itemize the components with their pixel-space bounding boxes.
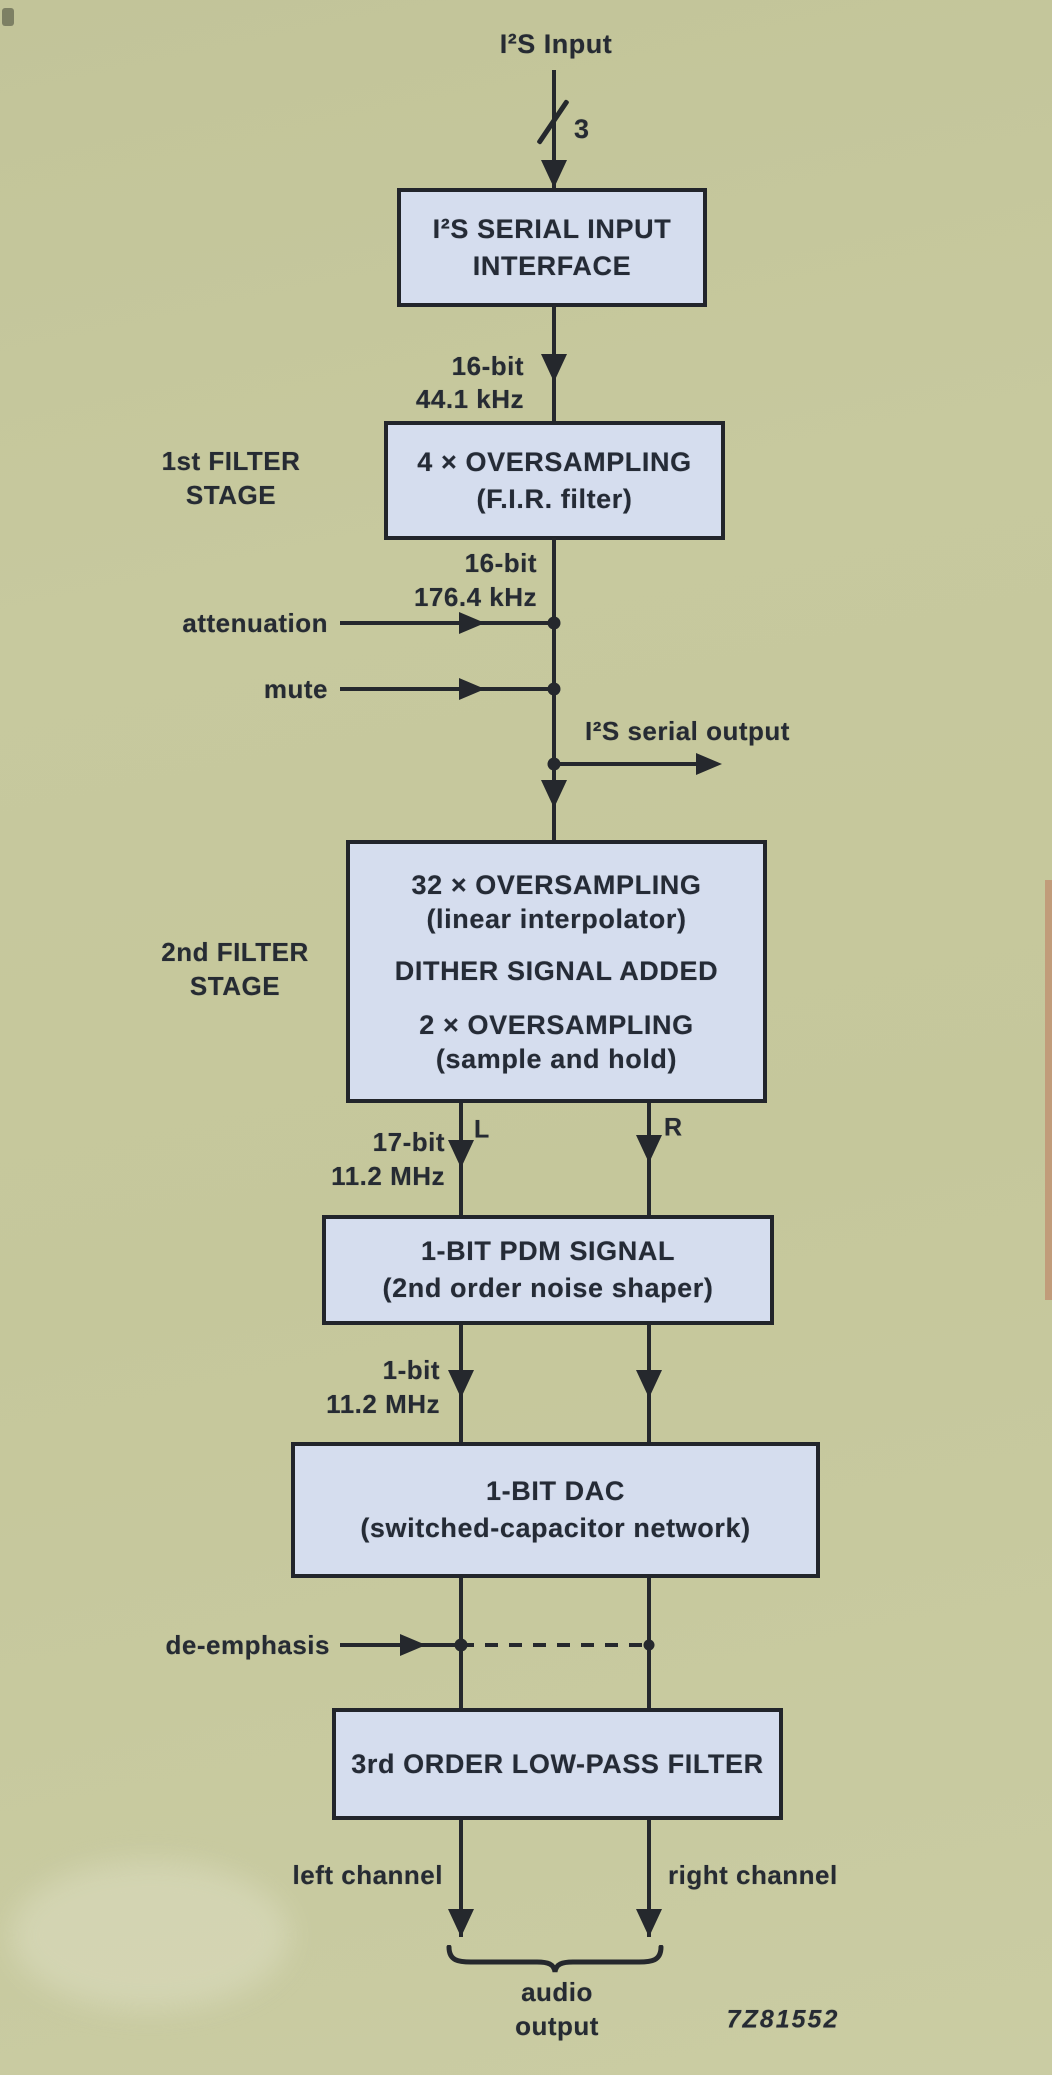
box-line: 1-BIT PDM SIGNAL [420,1236,676,1266]
mute-label: mute [263,673,328,704]
scan-edge-artifact [1045,880,1052,1300]
box-line: 2 × OVERSAMPLING [419,1009,694,1040]
box-pdm-signal: 1-BIT PDM SIGNAL (2nd order noise shaper… [322,1215,774,1325]
attenuation-line [340,621,554,625]
box-line: INTERFACE [472,250,632,281]
junction-dot [547,616,561,630]
box-line: 4 × OVERSAMPLING [417,446,692,477]
audio-output-label: audio [521,1976,593,2007]
de-emphasis-dashed-line [461,1643,649,1647]
right-output-line [647,1820,651,1937]
figure-code: 7Z81552 [726,2005,840,2034]
mute-line [340,687,554,691]
box-line: I²S SERIAL INPUT [432,213,672,244]
box-32x-oversampling: 32 × OVERSAMPLING (linear interpolator) … [346,840,767,1103]
arrowhead-into-interp-icon [541,780,567,808]
arrowhead-into-serial-input-icon [541,160,567,188]
junction-dot [643,1639,655,1651]
box-line: (sample and hold) [435,1043,678,1074]
de-emphasis-label: de-emphasis [165,1629,330,1660]
arrowhead-down-icon [448,1140,474,1168]
signal-label-11mhz: 11.2 MHz [331,1160,445,1191]
arrowhead-down-icon [636,1909,662,1937]
attenuation-label: attenuation [182,607,328,638]
box-line: (linear interpolator) [426,903,687,934]
box-serial-input-interface: I²S SERIAL INPUT INTERFACE [397,188,707,307]
box-line: (switched-capacitor network) [360,1513,751,1543]
signal-label-17bit: 17-bit [372,1126,445,1157]
second-filter-stage-label: STAGE [189,970,281,1001]
de-emphasis-arrowhead-icon [400,1634,426,1656]
audio-output-brace [446,1945,664,1973]
arrowhead-down-icon [541,354,567,382]
signal-label-16bit: 16-bit [464,547,537,578]
junction-dot [547,682,561,696]
left-output-line [459,1820,463,1937]
attenuation-arrowhead-icon [459,612,485,634]
box-line: 3rd ORDER LOW-PASS FILTER [351,1748,764,1779]
scan-speck [2,8,14,26]
signal-label-11mhz: 11.2 MHz [326,1388,440,1419]
box-lowpass-filter: 3rd ORDER LOW-PASS FILTER [332,1708,783,1820]
mute-arrowhead-icon [459,678,485,700]
audio-output-label: output [515,2010,599,2041]
serial-output-arrowhead-icon [696,753,722,775]
left-channel-label: left channel [292,1859,443,1890]
signal-label-1bit: 1-bit [382,1354,440,1385]
arrowhead-down-icon [448,1370,474,1398]
arrowhead-down-icon [448,1909,474,1937]
first-filter-stage-label: STAGE [185,479,277,510]
signal-label-16bit: 16-bit [451,350,524,381]
box-line: 1-BIT DAC [486,1476,625,1506]
box-1bit-dac: 1-BIT DAC (switched-capacitor network) [291,1442,820,1578]
signal-label-176khz: 176.4 kHz [413,581,537,612]
bus-width-label: 3 [574,114,590,145]
box-4x-oversampling: 4 × OVERSAMPLING (F.I.R. filter) [384,421,725,540]
scan-light-patch [10,1860,290,2010]
right-channel-label: right channel [668,1859,838,1890]
arrowhead-down-icon [636,1370,662,1398]
box-line: DITHER SIGNAL ADDED [394,955,719,986]
signal-label-44khz: 44.1 kHz [415,383,524,414]
first-filter-stage-label: 1st FILTER [161,445,301,476]
left-short-label: L [474,1115,490,1144]
arrowhead-down-icon [636,1135,662,1163]
input-signal-line [552,70,556,188]
box-line: 32 × OVERSAMPLING [411,869,702,900]
i2s-input-label: I²S Input [499,29,613,60]
right-short-label: R [664,1113,683,1142]
box-line: (2nd order noise shaper) [382,1273,714,1303]
serial-output-line [554,762,696,766]
second-filter-stage-label: 2nd FILTER [161,936,309,967]
serial-output-label: I²S serial output [585,715,790,746]
box-line: (F.I.R. filter) [476,483,633,514]
